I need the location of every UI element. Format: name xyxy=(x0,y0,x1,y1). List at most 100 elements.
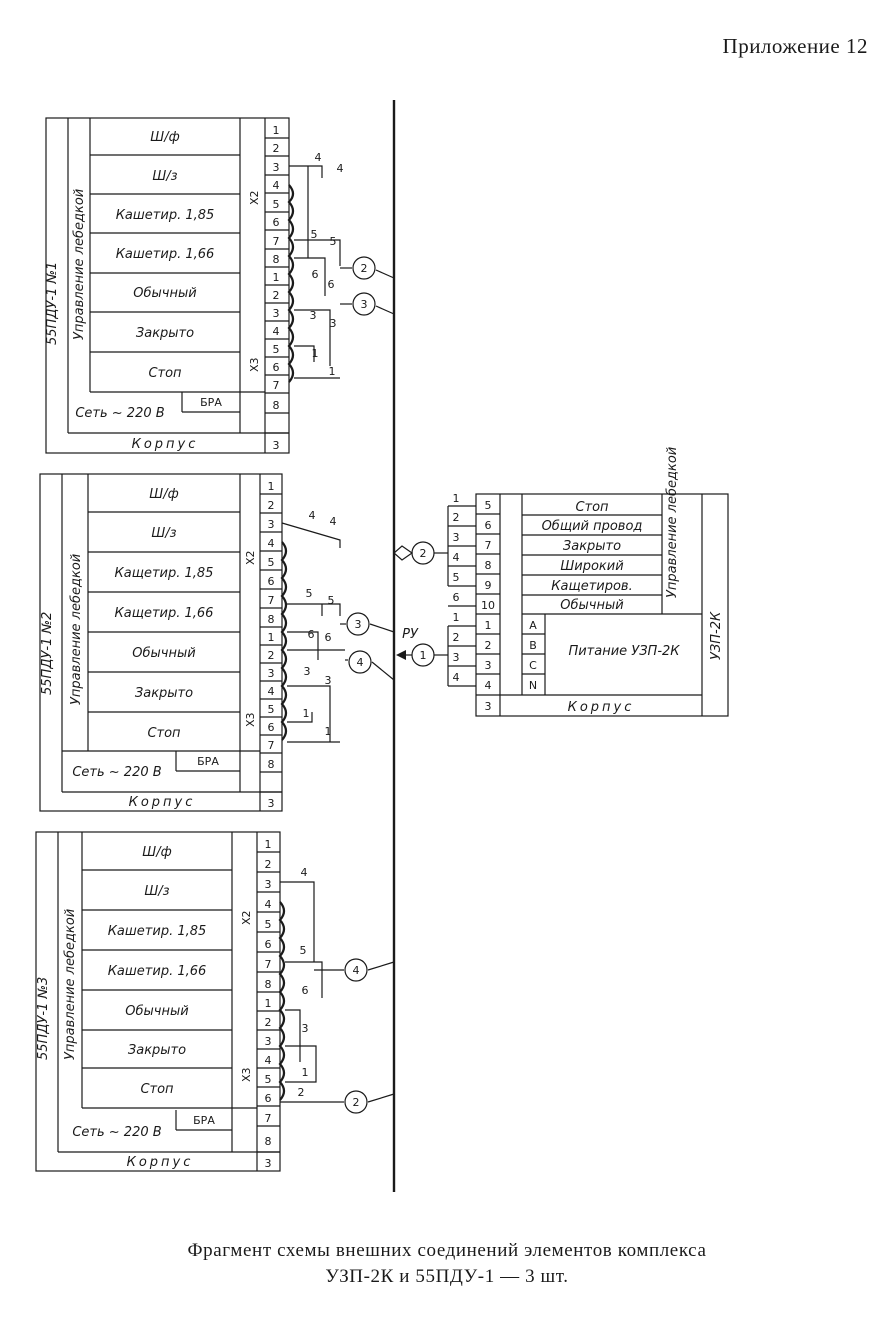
svg-text:7: 7 xyxy=(268,739,275,752)
svg-text:3: 3 xyxy=(304,665,311,678)
svg-text:3: 3 xyxy=(485,700,492,713)
pdu3-group-label: Управление лебедкой xyxy=(63,909,78,1060)
svg-text:7: 7 xyxy=(485,539,492,552)
pdu1-case-label: Корпус xyxy=(132,437,199,452)
caption-line-1: Фрагмент схемы внешних соединений элемен… xyxy=(187,1240,707,1261)
pdu2-func-4: Обычный xyxy=(132,646,195,661)
svg-text:4: 4 xyxy=(453,671,460,684)
pdu2-case-label: Корпус xyxy=(129,795,196,810)
svg-text:1: 1 xyxy=(485,619,492,632)
svg-text:2: 2 xyxy=(265,858,272,871)
pdu1-cable-2: 2 xyxy=(361,262,368,275)
svg-text:4: 4 xyxy=(301,866,308,879)
svg-text:8: 8 xyxy=(268,613,275,626)
pdu1-title: 55ПДУ-1 №1 xyxy=(45,262,60,345)
connection-diagram: 55ПДУ-1 №1 Управление лебедкой Ш/ф Ш/з К… xyxy=(35,100,729,1192)
pdu1-func-dividers xyxy=(90,154,240,353)
svg-text:5: 5 xyxy=(485,499,492,512)
svg-text:1: 1 xyxy=(265,997,272,1010)
uzp-func-dividers xyxy=(522,514,662,675)
svg-text:2: 2 xyxy=(298,1086,305,1099)
pdu3-x2-pins: 1 2 3 4 5 6 7 8 xyxy=(265,838,272,991)
svg-text:5: 5 xyxy=(268,556,275,569)
uzp-title: УЗП-2К xyxy=(709,611,724,660)
svg-text:6: 6 xyxy=(485,519,492,532)
svg-text:7: 7 xyxy=(265,1112,272,1125)
figure-caption: Фрагмент схемы внешних соединений элемен… xyxy=(0,1238,894,1290)
pdu1-func-6: Стоп xyxy=(148,366,182,381)
pdu1-func-1: Ш/з xyxy=(152,169,177,184)
pdu2-func-2: Кащетир. 1,85 xyxy=(115,566,214,581)
pdu1-x2-pins: 1 2 3 4 5 6 7 8 xyxy=(273,124,280,266)
svg-text:8: 8 xyxy=(268,758,275,771)
pdu3-x2-label: Х2 xyxy=(240,910,253,925)
svg-text:6: 6 xyxy=(268,575,275,588)
pdu3-func-4: Обычный xyxy=(125,1004,188,1019)
pdu2-cable-3: 3 xyxy=(355,618,362,631)
svg-text:5: 5 xyxy=(453,571,460,584)
uzp-pin-dividers xyxy=(476,513,500,696)
pdu3-func-dividers xyxy=(82,869,232,1069)
uzp-right-pins: 5 6 7 8 9 10 1 2 3 4 3 xyxy=(481,499,495,713)
svg-text:C: C xyxy=(529,659,537,672)
pdu2-func-3: Кащетир. 1,66 xyxy=(115,606,214,621)
svg-text:8: 8 xyxy=(265,1135,272,1148)
svg-text:8: 8 xyxy=(273,253,280,266)
svg-text:2: 2 xyxy=(268,649,275,662)
pdu2-func-0: Ш/ф xyxy=(149,487,178,502)
svg-text:1: 1 xyxy=(453,611,460,624)
svg-text:6: 6 xyxy=(308,628,315,641)
pdu1-func-0: Ш/ф xyxy=(150,130,179,145)
uzp-left-terminal: 1 2 3 4 5 6 1 2 3 4 xyxy=(447,492,476,687)
svg-text:7: 7 xyxy=(265,958,272,971)
pdu1-jumper xyxy=(287,184,295,383)
svg-text:6: 6 xyxy=(453,591,460,604)
svg-text:5: 5 xyxy=(306,587,313,600)
uzp-func-4: Кащетиров. xyxy=(551,579,632,594)
svg-text:6: 6 xyxy=(273,216,280,229)
svg-text:6: 6 xyxy=(302,984,309,997)
svg-text:3: 3 xyxy=(265,1035,272,1048)
pdu3-bra-label: БРА xyxy=(193,1114,215,1127)
pdu3-wires: 4 5 6 3 1 2 xyxy=(280,866,340,1103)
svg-text:3: 3 xyxy=(302,1022,309,1035)
pdu2-x2-pins: 1 2 3 4 5 6 7 8 xyxy=(268,480,275,626)
svg-text:1: 1 xyxy=(312,347,319,360)
svg-text:7: 7 xyxy=(273,235,280,248)
svg-text:A: A xyxy=(529,619,537,632)
svg-text:6: 6 xyxy=(265,938,272,951)
svg-text:4: 4 xyxy=(453,551,460,564)
pdu3-cable-2: 2 xyxy=(353,1096,360,1109)
svg-text:3: 3 xyxy=(273,439,280,452)
svg-text:4: 4 xyxy=(315,151,322,164)
svg-text:5: 5 xyxy=(273,198,280,211)
uzp-func-5: Обычный xyxy=(560,598,623,613)
pdu-unit-2: 55ПДУ-1 №2 Управление лебедкой Ш/ф Ш/з К… xyxy=(39,473,395,812)
svg-text:6: 6 xyxy=(312,268,319,281)
svg-text:4: 4 xyxy=(309,509,316,522)
pdu3-power-label: Сеть ~ 220 В xyxy=(72,1125,161,1140)
pdu3-func-6: Стоп xyxy=(140,1082,174,1097)
svg-text:5: 5 xyxy=(265,1073,272,1086)
svg-text:N: N xyxy=(529,679,537,692)
svg-text:5: 5 xyxy=(330,235,337,248)
pdu2-func-6: Стоп xyxy=(147,726,181,741)
svg-text:1: 1 xyxy=(325,725,332,738)
uzp-func-0: Стоп xyxy=(575,500,609,515)
pdu3-jumper xyxy=(278,901,286,1101)
pdu1-cable-3: 3 xyxy=(361,298,368,311)
pdu2-bra-label: БРА xyxy=(197,755,219,768)
svg-text:4: 4 xyxy=(273,179,280,192)
svg-text:8: 8 xyxy=(273,399,280,412)
pdu2-pin-dividers xyxy=(260,493,282,793)
svg-text:1: 1 xyxy=(265,838,272,851)
svg-text:5: 5 xyxy=(311,228,318,241)
svg-text:5: 5 xyxy=(265,918,272,931)
uzp-phase-labels: A B C N xyxy=(529,619,537,692)
svg-text:4: 4 xyxy=(265,1054,272,1067)
uzp-cable-1: 1 xyxy=(420,649,427,662)
pdu3-x3-label: Х3 xyxy=(240,1067,253,1082)
svg-text:2: 2 xyxy=(265,1016,272,1029)
pdu2-cable-marks: 3 4 xyxy=(340,612,395,681)
svg-text:1: 1 xyxy=(268,480,275,493)
